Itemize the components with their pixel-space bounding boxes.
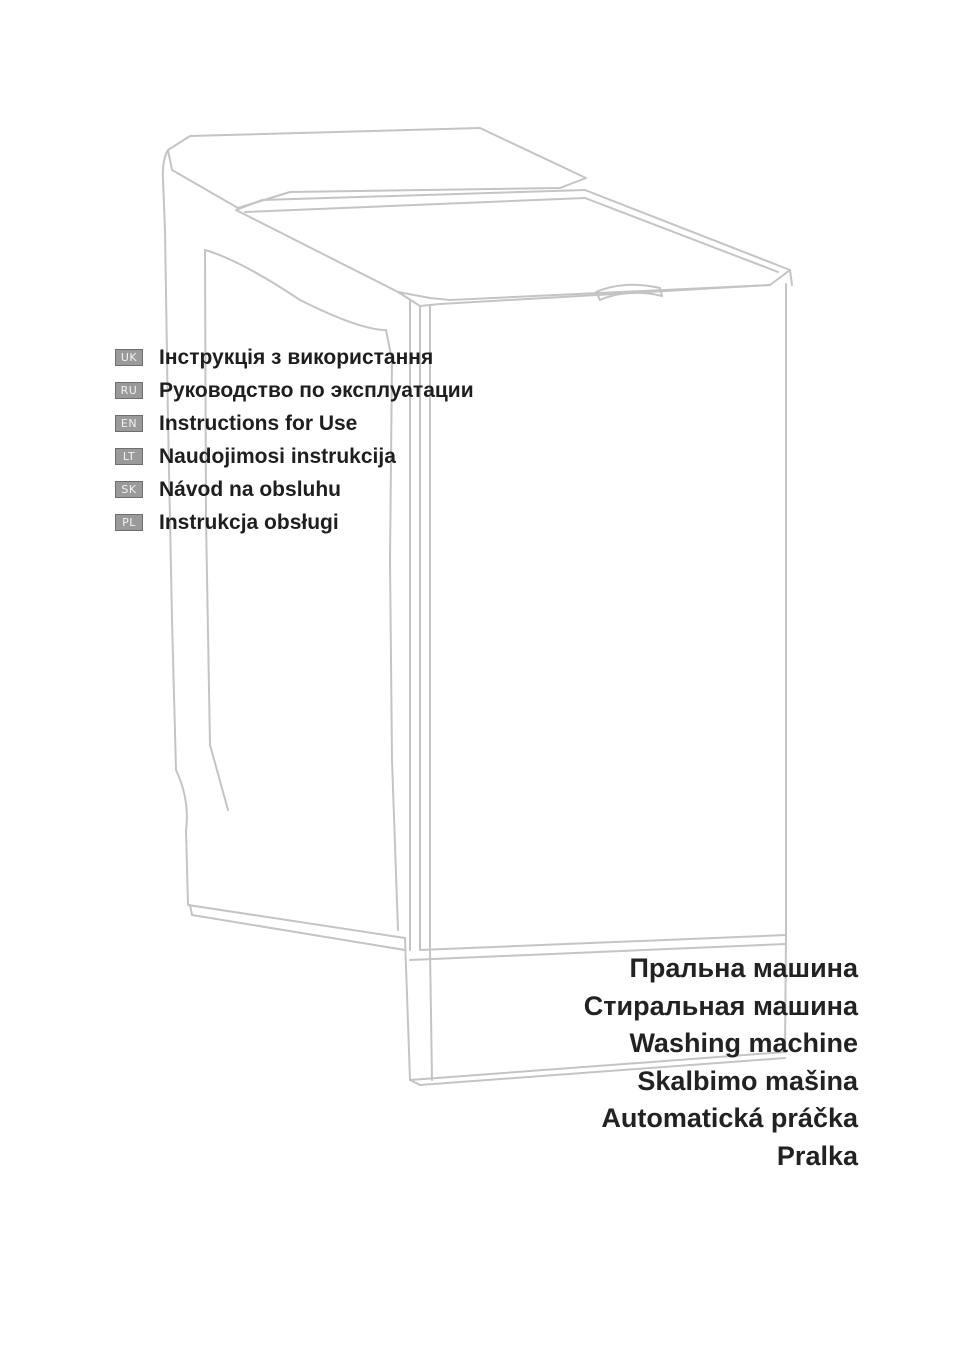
language-badge-en: EN	[115, 415, 143, 432]
manual-title-pl: Instrukcja obsługi	[159, 510, 339, 534]
language-badge-uk: UK	[115, 349, 143, 366]
language-badge-pl: PL	[115, 514, 143, 531]
manual-title-sk: Návod na obsluhu	[159, 477, 342, 501]
product-name-pl: Pralka	[776, 1140, 858, 1171]
product-name-sk: Automatická práčka	[601, 1103, 858, 1133]
product-name-uk: Пральна машина	[629, 953, 858, 983]
manual-title-row-en: EN Instructions for Use	[115, 407, 535, 440]
manual-title-row-pl: PL Instrukcja obsługi	[115, 506, 535, 539]
product-name-en: Washing machine	[629, 1028, 858, 1058]
product-name-ru: Стиральная машина	[583, 990, 858, 1021]
language-badge-lt: LT	[115, 448, 143, 465]
manual-title-en: Instructions for Use	[159, 411, 358, 435]
manual-title-row-sk: SK Návod na obsluhu	[115, 473, 535, 506]
language-badge-sk: SK	[115, 481, 143, 498]
manual-title-uk: Інструкція з використання	[159, 345, 434, 369]
language-badge-ru: RU	[115, 382, 143, 399]
manual-title-ru: Руководство по эксплуатации	[159, 378, 474, 402]
manual-title-row-lt: LT Naudojimosi instrukcija	[115, 440, 535, 473]
manual-title-row-uk: UK Інструкція з використання	[115, 341, 535, 374]
manual-title-lt: Naudojimosi instrukcija	[159, 444, 396, 468]
manual-title-row-ru: RU Руководство по эксплуатации	[115, 374, 535, 407]
manual-title-list: UK Інструкція з використання RU Руководс…	[115, 341, 535, 539]
product-name-list: Пральна машина Стиральная машина Washing…	[438, 950, 858, 1175]
product-name-lt: Skalbimo mašina	[637, 1065, 858, 1096]
